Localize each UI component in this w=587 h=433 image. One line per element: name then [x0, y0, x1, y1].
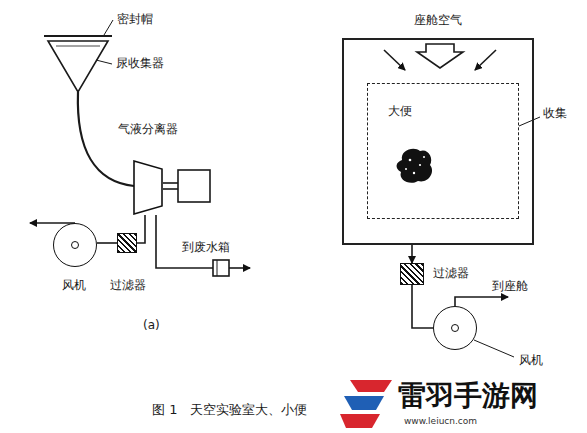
node-label: 风机: [519, 353, 543, 367]
fan-hub: [71, 241, 79, 249]
node-label: 过滤器: [110, 278, 146, 292]
motor-shaft: [163, 182, 178, 184]
air-arrow: [384, 50, 405, 70]
part-label: (a): [143, 318, 160, 332]
collection-chamber: 座舱空气大便: [342, 38, 534, 245]
part-label: 收集: [543, 106, 567, 120]
node-label: 大便: [388, 104, 412, 118]
fan-circle: 风机: [53, 223, 97, 267]
part-label: 密封帽: [117, 12, 153, 26]
connector: [97, 242, 117, 244]
figure-caption: 图 1 天空实验室大、小便: [152, 402, 307, 418]
collection-bag: 大便: [367, 83, 519, 219]
watermark-text: www.leiucn.com: [404, 416, 477, 427]
node-label: 风机: [62, 278, 86, 292]
leader-line: [104, 20, 113, 35]
leader-line: [96, 60, 112, 64]
part-label: 到废水箱: [182, 240, 230, 254]
fan-hub: [451, 324, 459, 332]
air-arrow: [475, 50, 496, 70]
tank-detail: [217, 260, 218, 276]
funnel-rim: [56, 46, 100, 47]
node-label: 座舱空气: [414, 13, 462, 27]
filter-box: 过滤器: [117, 233, 137, 253]
waste-tank-symbol: [213, 260, 229, 276]
urine-funnel: [48, 41, 108, 92]
waste-arrow: [229, 267, 250, 269]
sealing-cap: [44, 35, 112, 37]
motor-shaft: [163, 188, 178, 190]
cabin-return-arrow: [455, 297, 508, 306]
part-label: 尿收集器: [116, 56, 164, 70]
node-label: 气液分离器: [118, 122, 178, 136]
fan-circle: 风机: [433, 306, 477, 350]
connector: [137, 215, 145, 243]
watermark-logo: [340, 380, 392, 428]
watermark-text: 雷羽手游网: [398, 379, 538, 413]
connector: [411, 245, 413, 263]
part-label: 到座舱: [492, 279, 528, 293]
inlet-arrow: [417, 44, 463, 68]
leader-line: [519, 117, 540, 126]
motor-box: [178, 170, 210, 202]
node-label: 过滤器: [433, 266, 469, 280]
connector: [412, 285, 433, 328]
urine-tube: [78, 92, 134, 186]
separator-device: 气液分离器: [133, 160, 163, 215]
filter-box: 过滤器: [400, 263, 424, 285]
separator-outline: [133, 160, 163, 215]
leader-line: [474, 340, 514, 357]
feces-blob: [397, 149, 433, 183]
